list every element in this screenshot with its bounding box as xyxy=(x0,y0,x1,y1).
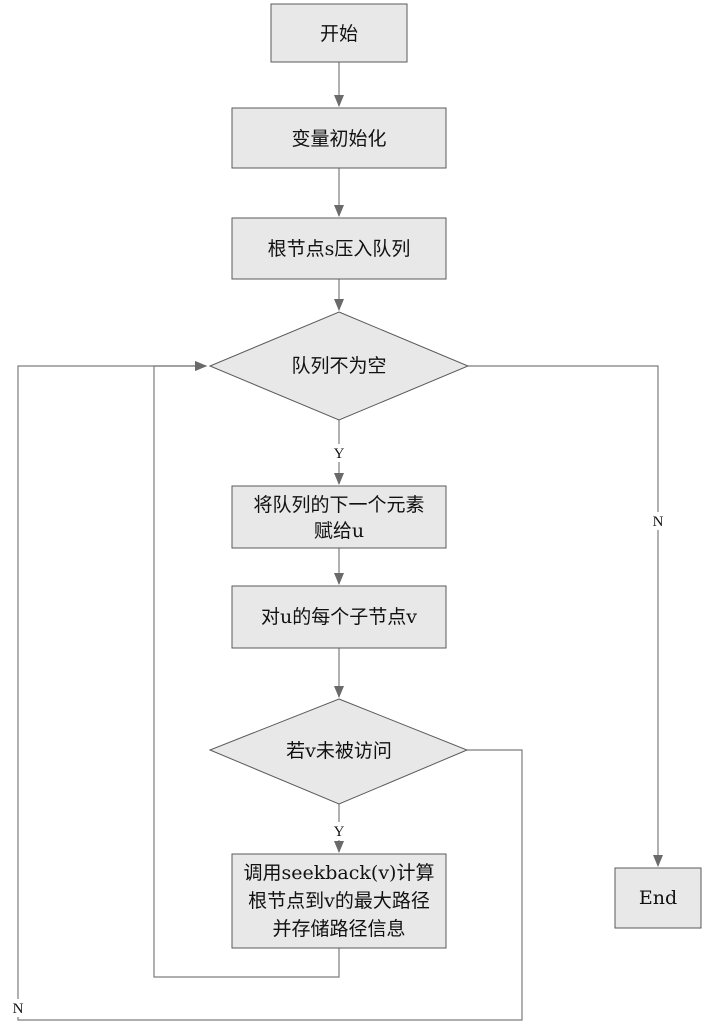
node-for-each-child: 对u的每个子节点v xyxy=(231,585,447,649)
decision-queue-not-empty: 队列不为空 xyxy=(208,311,470,421)
node-seekback-line3: 并存储路径信息 xyxy=(272,918,405,940)
label-queue-no: N xyxy=(653,514,664,530)
node-dequeue: 将队列的下一个元素 赋给u xyxy=(231,485,447,549)
label-visited-no: N xyxy=(13,1001,24,1017)
node-start: 开始 xyxy=(270,3,408,63)
edge-labels: Y N Y N xyxy=(9,444,667,1017)
node-end-label: End xyxy=(639,887,677,909)
edges xyxy=(17,62,663,1021)
decision-not-visited-label: 若v未被访问 xyxy=(286,740,392,762)
node-seekback: 调用seekback(v)计算 根节点到v的最大路径 并存储路径信息 xyxy=(231,853,447,949)
node-push-root-label: 根节点s压入队列 xyxy=(268,238,411,260)
edge-visited-no-loop-back xyxy=(17,361,523,1021)
decision-queue-not-empty-label: 队列不为空 xyxy=(291,355,386,377)
edge-decision-no-to-end xyxy=(468,365,663,867)
node-for-each-child-label: 对u的每个子节点v xyxy=(261,606,417,628)
node-push-root: 根节点s压入队列 xyxy=(231,217,447,280)
node-dequeue-line1: 将队列的下一个元素 xyxy=(253,494,424,516)
node-seekback-line2: 根节点到v的最大路径 xyxy=(248,890,430,912)
decision-not-visited: 若v未被访问 xyxy=(208,698,469,805)
node-start-label: 开始 xyxy=(320,23,358,45)
node-init-label: 变量初始化 xyxy=(291,128,386,150)
node-init: 变量初始化 xyxy=(231,107,447,169)
node-seekback-line1: 调用seekback(v)计算 xyxy=(244,862,435,884)
node-end: End xyxy=(614,867,702,929)
node-dequeue-line2: 赋给u xyxy=(314,520,364,542)
label-visited-yes: Y xyxy=(334,824,345,840)
label-queue-yes: Y xyxy=(334,446,345,462)
